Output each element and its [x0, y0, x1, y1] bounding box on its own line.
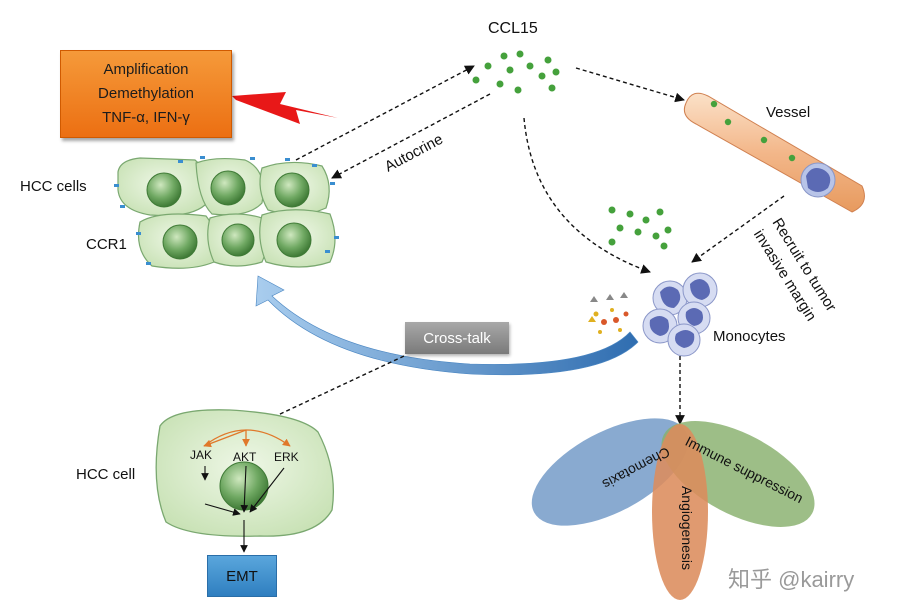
lightning-bolt-icon: [232, 92, 338, 124]
cross-talk-box: Cross-talk: [405, 322, 509, 354]
erk-label: ERK: [274, 450, 299, 464]
ccl15-ligand-dots: [472, 50, 560, 94]
upstream-factors-box: Amplification Demethylation TNF-α, IFN-γ: [60, 50, 232, 138]
jak-label: JAK: [190, 448, 213, 462]
cross-talk-arrow: [255, 275, 639, 376]
emt-box: EMT: [207, 555, 277, 597]
functional-outcomes: Chemotaxis Immune suppression Angiogenes…: [531, 418, 815, 600]
vessel: [683, 92, 865, 213]
hcc-cells-label: HCC cells: [20, 178, 87, 195]
factor-demethylation: Demethylation: [98, 85, 194, 102]
hcc-cell-label: HCC cell: [76, 466, 136, 483]
ccr1-label: CCR1: [86, 236, 127, 253]
factor-cytokines: TNF-α, IFN-γ: [102, 109, 190, 126]
factor-amplification: Amplification: [103, 61, 189, 78]
vessel-label: Vessel: [766, 104, 811, 121]
autocrine-label: Autocrine: [382, 131, 446, 176]
secreted-factors: [588, 292, 629, 334]
signal-arrows: [245, 65, 785, 431]
hcc-cell-single: [155, 409, 335, 553]
petal-angiogenesis-label: Angiogenesis: [679, 486, 695, 570]
hcc-cells-cluster: [114, 156, 339, 269]
akt-label: AKT: [233, 450, 257, 464]
monocytes-label: Monocytes: [713, 328, 786, 345]
ccr1-receptors: [114, 156, 339, 265]
watermark-text: 知乎 @kairry: [728, 567, 855, 592]
ccl15-ligand-cluster: [608, 206, 672, 250]
recruit-label: Recruit to tumor invasive margin: [750, 215, 840, 324]
ccl15-label: CCL15: [488, 20, 538, 37]
monocytes-cluster: [642, 272, 718, 357]
